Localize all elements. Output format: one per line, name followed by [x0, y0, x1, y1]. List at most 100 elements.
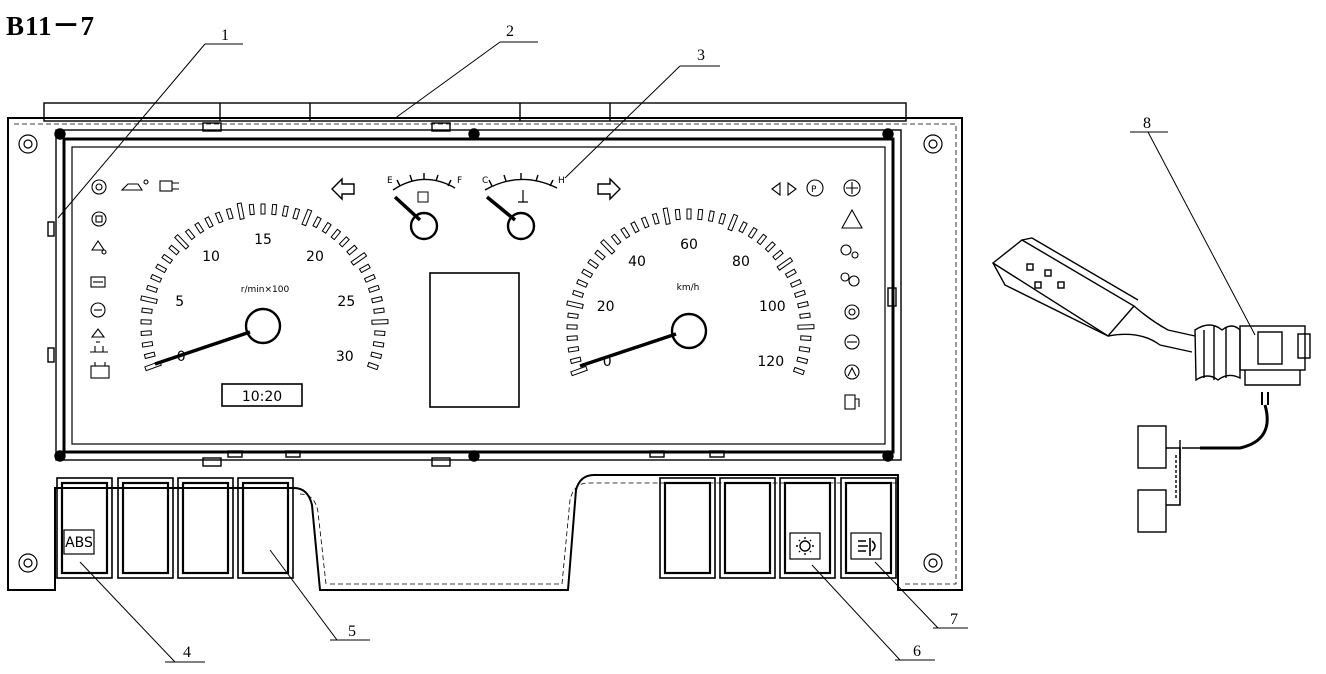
tachometer-tick [146, 284, 159, 293]
tachometer-label: 10 [202, 249, 220, 265]
tachometer-tick [330, 228, 342, 241]
speedometer-tick [792, 366, 805, 376]
tachometer-tick [236, 202, 245, 220]
tachometer-tick [174, 233, 190, 250]
temp-cold-label: C [482, 176, 488, 186]
switch-slot [56, 477, 113, 579]
abs-label: ABS [65, 535, 93, 551]
callout-5: 5 [348, 623, 356, 640]
callout-4: 4 [183, 644, 191, 661]
speedometer-label: 40 [628, 254, 646, 270]
speedometer-tick [600, 238, 616, 255]
speedometer-tick [567, 345, 580, 353]
speedometer-tick [793, 289, 806, 298]
tachometer-tick [363, 273, 376, 283]
speedometer-tick [576, 278, 589, 288]
tachometer-unit: r/min×100 [241, 285, 290, 295]
figure-title: B11－7 [6, 11, 96, 41]
tachometer-tick [143, 351, 156, 360]
speedometer-tick [697, 208, 704, 221]
speedometer-needle [579, 332, 677, 368]
speedometer-tick [784, 268, 797, 279]
svg-text:P: P [811, 185, 817, 195]
speedometer-tick [566, 300, 584, 310]
tachometer-tick [140, 319, 152, 325]
switch-slot [659, 477, 716, 579]
thermometer-icon [518, 190, 528, 203]
speedometer-label: 80 [732, 254, 750, 270]
tachometer-tick [248, 203, 255, 216]
tachometer-tick [225, 207, 234, 220]
speedometer-tick [707, 210, 715, 223]
tachometer-tick-marks [140, 202, 389, 372]
speedometer-tick [594, 249, 606, 261]
cluster-bezel [54, 128, 902, 462]
tachometer-tick [271, 203, 278, 216]
tachometer-tick [150, 273, 163, 283]
speedometer-tick [718, 212, 727, 225]
tachometer-tick [350, 251, 368, 266]
speedometer-label: 100 [759, 299, 786, 315]
tachometer-tick [312, 216, 322, 229]
speedometer-tick [630, 221, 640, 234]
speedometer-tick [620, 226, 631, 239]
tachometer-needle [154, 330, 251, 366]
speedometer-tick [587, 258, 600, 270]
switch-slot [779, 477, 836, 579]
speedometer-tick [570, 365, 588, 377]
switch-slot [237, 477, 294, 579]
speedometer-tick [797, 301, 809, 309]
tachometer-tick [371, 296, 383, 304]
callout-numbers: 1 2 3 4 5 6 7 8 [183, 23, 1151, 661]
center-display [429, 272, 520, 408]
tachometer-tick [184, 228, 196, 241]
clock-display [221, 383, 303, 407]
speedometer-tick [747, 226, 758, 239]
tachometer-label: 25 [337, 294, 355, 310]
tachometer-tick [161, 253, 174, 265]
speedometer-label: 0 [603, 354, 612, 370]
switch-slot [177, 477, 234, 579]
speedometer-tick [651, 212, 660, 225]
fuel-empty-label: E [387, 176, 393, 186]
speedometer-label: 20 [597, 299, 615, 315]
speedometer-tick [738, 221, 748, 234]
tachometer-hub [244, 307, 282, 345]
speedometer-tick [800, 335, 812, 341]
speedometer-tick [572, 289, 585, 298]
tachometer-tick [338, 236, 350, 248]
speedometer-label: 120 [757, 354, 784, 370]
tachometer-tick [370, 351, 383, 360]
speedometer-unit: km/h [677, 283, 700, 293]
work-light-switch [789, 532, 821, 560]
speedometer-tick [686, 208, 692, 220]
speedometer-tick [566, 324, 578, 330]
mounting-bolts [18, 134, 943, 573]
tachometer-tick [367, 284, 380, 293]
speedometer-tick [566, 335, 578, 341]
tachometer-tick [301, 208, 313, 227]
tachometer-tick [168, 244, 180, 256]
tachometer-tick [141, 307, 153, 314]
tachometer-tick [372, 340, 385, 348]
callout-leaders [57, 41, 1256, 663]
tachometer-tick [346, 244, 358, 256]
tachometer-tick [321, 221, 332, 234]
speedometer-tick [797, 324, 815, 330]
speedometer-tick [756, 233, 768, 246]
speedometer-tick [727, 213, 739, 232]
speedometer-tick-marks [566, 207, 815, 377]
tachometer-tick [214, 211, 224, 224]
speedometer-tick [789, 278, 802, 288]
callout-1: 1 [221, 27, 229, 44]
tachometer-tick [366, 361, 379, 371]
clock-time: 10:20 [242, 389, 282, 405]
tachometer-tick [358, 263, 371, 274]
tachometer-tick [155, 263, 168, 274]
speedometer-tick [776, 256, 794, 271]
